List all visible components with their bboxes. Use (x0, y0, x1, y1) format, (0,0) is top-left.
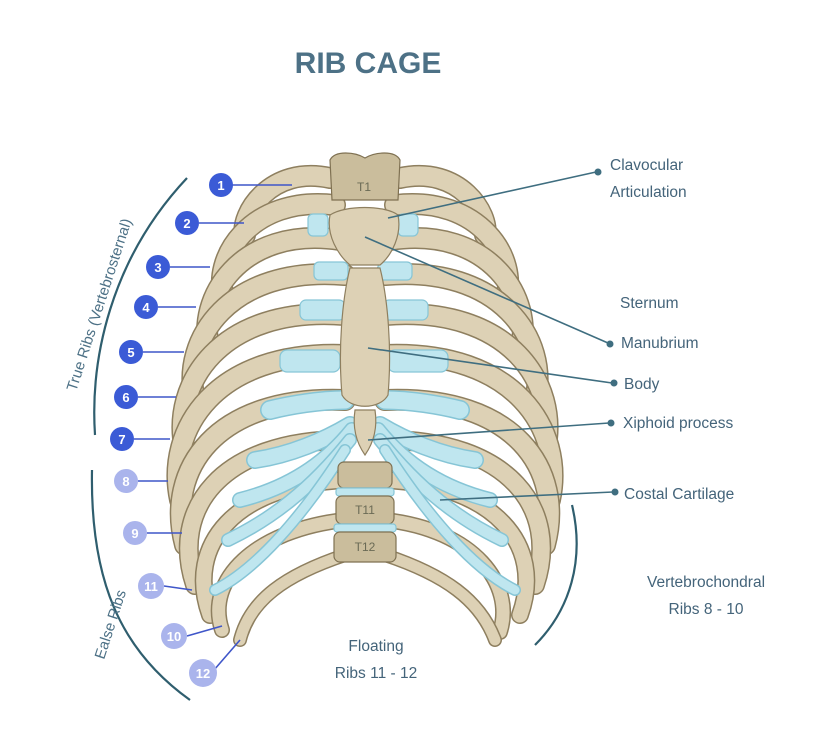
costal-cartilage-shapes (209, 213, 521, 596)
label-clavicular-line2: Articulation (610, 184, 687, 201)
xiphoid-bone (353, 409, 377, 457)
svg-text:4: 4 (142, 300, 150, 315)
rib-cage-illustration: T1 T11 T12 (166, 152, 564, 647)
svg-text:T12: T12 (355, 540, 376, 554)
label-body: Body (624, 376, 660, 393)
label-clavicular-line1: Clavocular (610, 157, 683, 174)
svg-text:T1: T1 (357, 180, 371, 194)
callout-body: Body (367, 347, 660, 393)
vertebra-t1: T1 (329, 152, 401, 201)
label-floating-line1: Floating (348, 638, 403, 655)
svg-text:7: 7 (118, 432, 125, 447)
rib-marker-11 (138, 573, 164, 599)
callout-manubrium: Manubrium (364, 236, 699, 352)
rib-marker-8 (114, 469, 138, 493)
svg-text:10: 10 (167, 629, 181, 644)
svg-text:2: 2 (183, 216, 190, 231)
manubrium-bone (328, 206, 400, 266)
svg-text:5: 5 (127, 345, 134, 360)
svg-text:8: 8 (122, 474, 129, 489)
vertebrochondral-bracket (534, 504, 578, 646)
svg-text:1: 1 (217, 178, 224, 193)
label-floating-line2: Ribs 11 - 12 (335, 665, 417, 682)
rib-marker-9 (123, 521, 147, 545)
true-rib-markers: 1 2 3 4 5 6 7 (110, 173, 292, 451)
sternum (328, 206, 400, 457)
callout-clavicular: Clavocular Articulation (387, 157, 687, 219)
label-manubrium: Manubrium (621, 335, 699, 352)
false-rib-markers: 8 9 11 10 12 (114, 469, 241, 687)
svg-text:11: 11 (144, 579, 158, 594)
rib-marker-6 (114, 385, 138, 409)
rib-marker-5 (119, 340, 143, 364)
svg-text:12: 12 (196, 666, 210, 681)
svg-text:6: 6 (122, 390, 129, 405)
rib-marker-7 (110, 427, 134, 451)
false-ribs-label: Ealse Ribs (92, 588, 130, 661)
label-xiphoid: Xiphoid process (623, 415, 734, 432)
label-costal-cartilage: Costal Cartilage (624, 486, 734, 503)
rib-marker-2 (175, 211, 199, 235)
svg-text:9: 9 (131, 526, 138, 541)
label-vertebrochondral-line2: Ribs 8 - 10 (669, 601, 744, 618)
rib-marker-3 (146, 255, 170, 279)
label-sternum: Sternum (620, 295, 679, 312)
label-vertebrochondral-line1: Vertebrochondral (647, 574, 765, 591)
rib-marker-4 (134, 295, 158, 319)
true-ribs-label: True Ribs (Vertebrosternal) (64, 216, 136, 393)
diagram-title: RIB CAGE (295, 47, 442, 80)
svg-text:3: 3 (154, 260, 161, 275)
rib-marker-1 (209, 173, 233, 197)
vertebrae-lower: T11 T12 (333, 461, 397, 563)
svg-text:T11: T11 (355, 503, 375, 517)
rib-marker-12 (189, 659, 217, 687)
rib-marker-10 (161, 623, 187, 649)
sternum-body-bone (339, 267, 391, 407)
callout-costal-cartilage: Costal Cartilage (439, 486, 734, 503)
vertebra-t12 (333, 531, 397, 563)
callout-xiphoid: Xiphoid process (367, 415, 734, 441)
